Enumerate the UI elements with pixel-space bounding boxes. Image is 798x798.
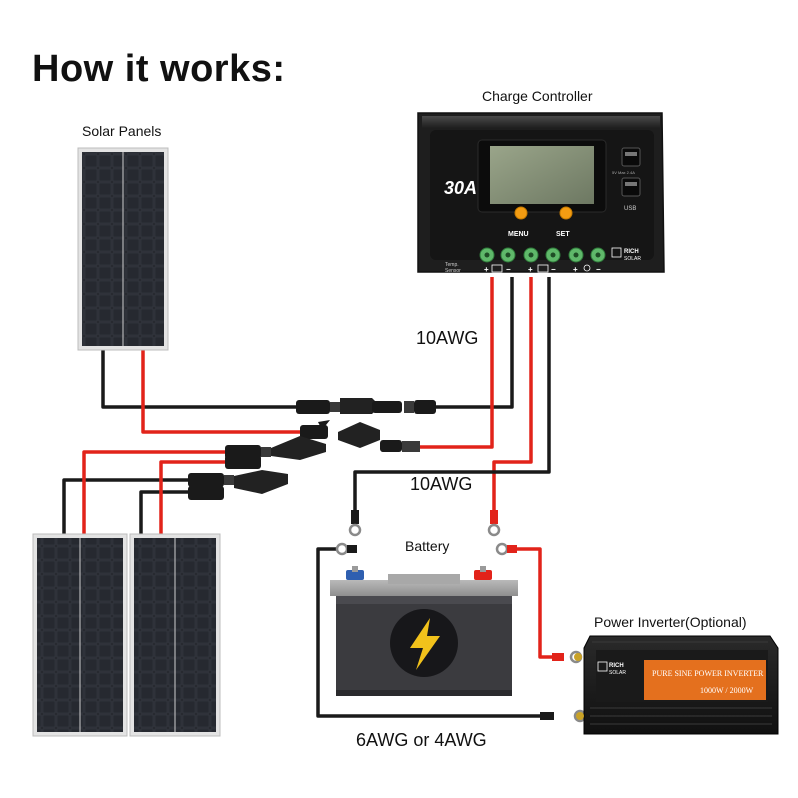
charge-controller-label: Charge Controller [482,88,593,104]
battery-negative-terminal-icon [346,570,364,580]
set-knob-icon [559,206,573,220]
solar-panel-bottom-left [32,533,128,737]
menu-knob-icon [514,206,528,220]
page-title: How it works: [32,48,286,90]
temp-sensor-label-1: Temp. [445,262,459,268]
temp-sensor-label-2: Sensor [445,268,461,274]
ring-terminals [335,510,587,723]
wire-gauge-label-top: 10AWG [416,328,479,348]
svg-text:+: + [528,265,533,274]
wire-panel1-positive [141,348,302,434]
brand-logo-icon [611,247,622,258]
controller-terminals [479,247,606,263]
inverter-brand-logo-icon [597,661,608,672]
solar-panel-top [77,147,169,351]
wire-pv-positive [420,277,494,449]
battery-positive-terminal-icon [474,570,492,580]
svg-text:−: − [551,265,556,274]
inverter-brand-1: RICH [609,663,624,669]
wire-gauge-label-bottom: 6AWG or 4AWG [356,730,487,750]
battery [330,566,518,696]
wire-battery-positive [492,277,533,512]
wire-inverter-negative [316,547,540,718]
inverter-brand-2: SOLAR [609,670,626,676]
wire-panel2-positive [82,450,225,540]
usb-label: USB [624,206,636,212]
inverter-model: PURE SINE POWER INVERTER [652,669,764,678]
power-inverter-label: Power Inverter(Optional) [594,614,747,630]
power-inverter: PURE SINE POWER INVERTER 1000W / 2000W R… [574,635,779,735]
controller-rating: 30A [444,178,477,198]
wire-inverter-positive [508,547,560,659]
usb-spec: 5V Max 2.4A [612,170,635,175]
wire-panel3-positive [159,460,225,540]
wire-gauge-label-middle: 10AWG [410,474,473,494]
wire-pv-negative [436,277,514,409]
controller-brand-1: RICH [624,249,639,255]
wire-panel2-negative [62,478,188,540]
solar-symbol-icon [491,264,503,273]
svg-text:+: + [573,265,578,274]
battery-symbol-icon [537,264,549,273]
menu-label: MENU [508,231,529,238]
usb-port-icon [621,147,641,197]
svg-text:−: − [506,265,511,274]
controller-brand-2: SOLAR [624,256,641,262]
battery-label: Battery [405,538,450,554]
set-label: SET [556,231,570,238]
solar-panels-label: Solar Panels [82,123,162,139]
svg-text:+: + [484,265,489,274]
wire-battery-negative [353,277,551,512]
inverter-power: 1000W / 2000W [700,686,754,695]
load-bulb-icon [583,264,591,272]
solar-panel-bottom-right [129,533,221,737]
wire-panel3-negative [139,490,188,540]
wire-panel1-negative [101,348,298,409]
mc4-connectors [188,398,436,500]
svg-text:−: − [596,265,601,274]
charge-controller: 30A USB 5V Max 2.4A MENU SET [417,112,665,274]
